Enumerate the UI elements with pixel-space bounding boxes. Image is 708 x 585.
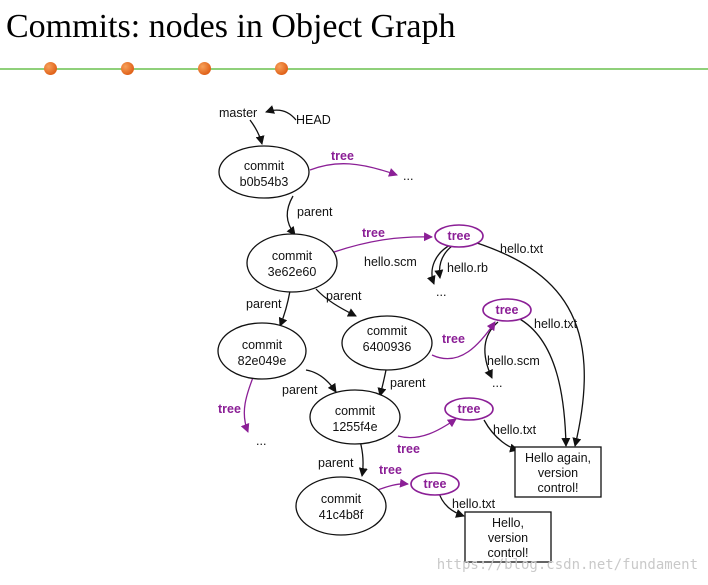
- blob-box: [464, 511, 552, 563]
- commit-node: [246, 233, 338, 293]
- bullet-dot: [275, 62, 288, 75]
- commit-node: [218, 145, 310, 199]
- commit-id: 1255f4e: [332, 420, 377, 434]
- ellipsis: ...: [256, 434, 266, 448]
- commit-id: 82e049e: [238, 354, 287, 368]
- edge-tree-82: [240, 371, 256, 433]
- bullet-dot: [44, 62, 57, 75]
- tree-edge-label: tree: [331, 149, 354, 163]
- blob-line: control!: [488, 546, 529, 560]
- edge-parent-3e-82: [278, 290, 291, 327]
- tree-edge-label: tree: [397, 442, 420, 456]
- edge-parent-12-41: [358, 440, 368, 477]
- edge-tree-12: [397, 418, 457, 439]
- tree-node: [482, 298, 532, 322]
- edge-tree2-dots: [484, 321, 499, 379]
- bullet-dot: [198, 62, 211, 75]
- tree-node-label: tree: [448, 229, 471, 243]
- commit-node: [341, 315, 433, 371]
- hello-rb-label: hello.rb: [447, 261, 488, 275]
- edge-head-master: [265, 105, 297, 121]
- hello-txt-label: hello.txt: [493, 423, 537, 437]
- commit-word: commit: [244, 159, 285, 173]
- blob-line: version: [538, 466, 578, 480]
- edge-parent-64-12: [377, 369, 387, 397]
- edge-hello-txt-again-1: [473, 241, 585, 447]
- edge-tree-64: [431, 321, 496, 360]
- parent-label: parent: [318, 456, 354, 470]
- edge-parent-82-12: [305, 369, 337, 393]
- hello-txt-label: hello.txt: [534, 317, 578, 331]
- ellipsis: ...: [403, 169, 413, 183]
- tree-node: [444, 397, 494, 421]
- ref-master: master: [219, 106, 257, 120]
- bullet-dot: [121, 62, 134, 75]
- title-underline: [0, 68, 708, 70]
- tree-node-label: tree: [458, 402, 481, 416]
- edge-parent-b0-3e: [286, 195, 296, 236]
- blob-line: control!: [538, 481, 579, 495]
- hello-txt-label: hello.txt: [452, 497, 496, 511]
- commit-node: [217, 322, 307, 380]
- parent-label: parent: [326, 289, 362, 303]
- tree-node-label: tree: [424, 477, 447, 491]
- edge-tree-b0: [309, 163, 398, 177]
- ref-head: HEAD: [296, 113, 331, 127]
- parent-label: parent: [282, 383, 318, 397]
- tree-node-label: tree: [496, 303, 519, 317]
- edge-hello-rb: [434, 245, 453, 279]
- commit-id: 41c4b8f: [319, 508, 364, 522]
- commit-word: commit: [335, 404, 376, 418]
- commit-word: commit: [242, 338, 283, 352]
- hello-scm-label: hello.scm: [364, 255, 417, 269]
- blob-line: version: [488, 531, 528, 545]
- edge-parent-3e-64: [315, 288, 357, 317]
- hello-scm-label: hello.scm: [487, 354, 540, 368]
- ellipsis: ...: [436, 285, 446, 299]
- parent-label: parent: [246, 297, 282, 311]
- commit-id: 6400936: [363, 340, 412, 354]
- commit-word: commit: [367, 324, 408, 338]
- edge-master-commit: [249, 119, 265, 145]
- blob-line: Hello,: [492, 516, 524, 530]
- ellipsis: ...: [492, 376, 502, 390]
- tree-edge-label: tree: [379, 463, 402, 477]
- commit-word: commit: [321, 492, 362, 506]
- watermark: https://blog.csdn.net/fundament: [436, 557, 698, 573]
- tree-edge-label: tree: [218, 402, 241, 416]
- blob-line: Hello again,: [525, 451, 591, 465]
- hello-txt-label: hello.txt: [500, 242, 544, 256]
- edge-tree-3e: [333, 232, 433, 253]
- commit-node: [295, 476, 387, 536]
- edge-hello-scm: [426, 244, 451, 285]
- parent-label: parent: [297, 205, 333, 219]
- blob-box: [514, 446, 602, 498]
- tree-node: [434, 224, 484, 248]
- tree-node: [410, 472, 460, 496]
- commit-node: [309, 389, 401, 445]
- tree-edge-label: tree: [362, 226, 385, 240]
- edge-hello-txt-again-2: [517, 317, 571, 447]
- commit-word: commit: [272, 249, 313, 263]
- slide-title: Commits: nodes in Object Graph: [6, 8, 456, 45]
- tree-edge-label: tree: [442, 332, 465, 346]
- commit-id: b0b54b3: [240, 175, 289, 189]
- commit-id: 3e62e60: [268, 265, 317, 279]
- parent-label: parent: [390, 376, 426, 390]
